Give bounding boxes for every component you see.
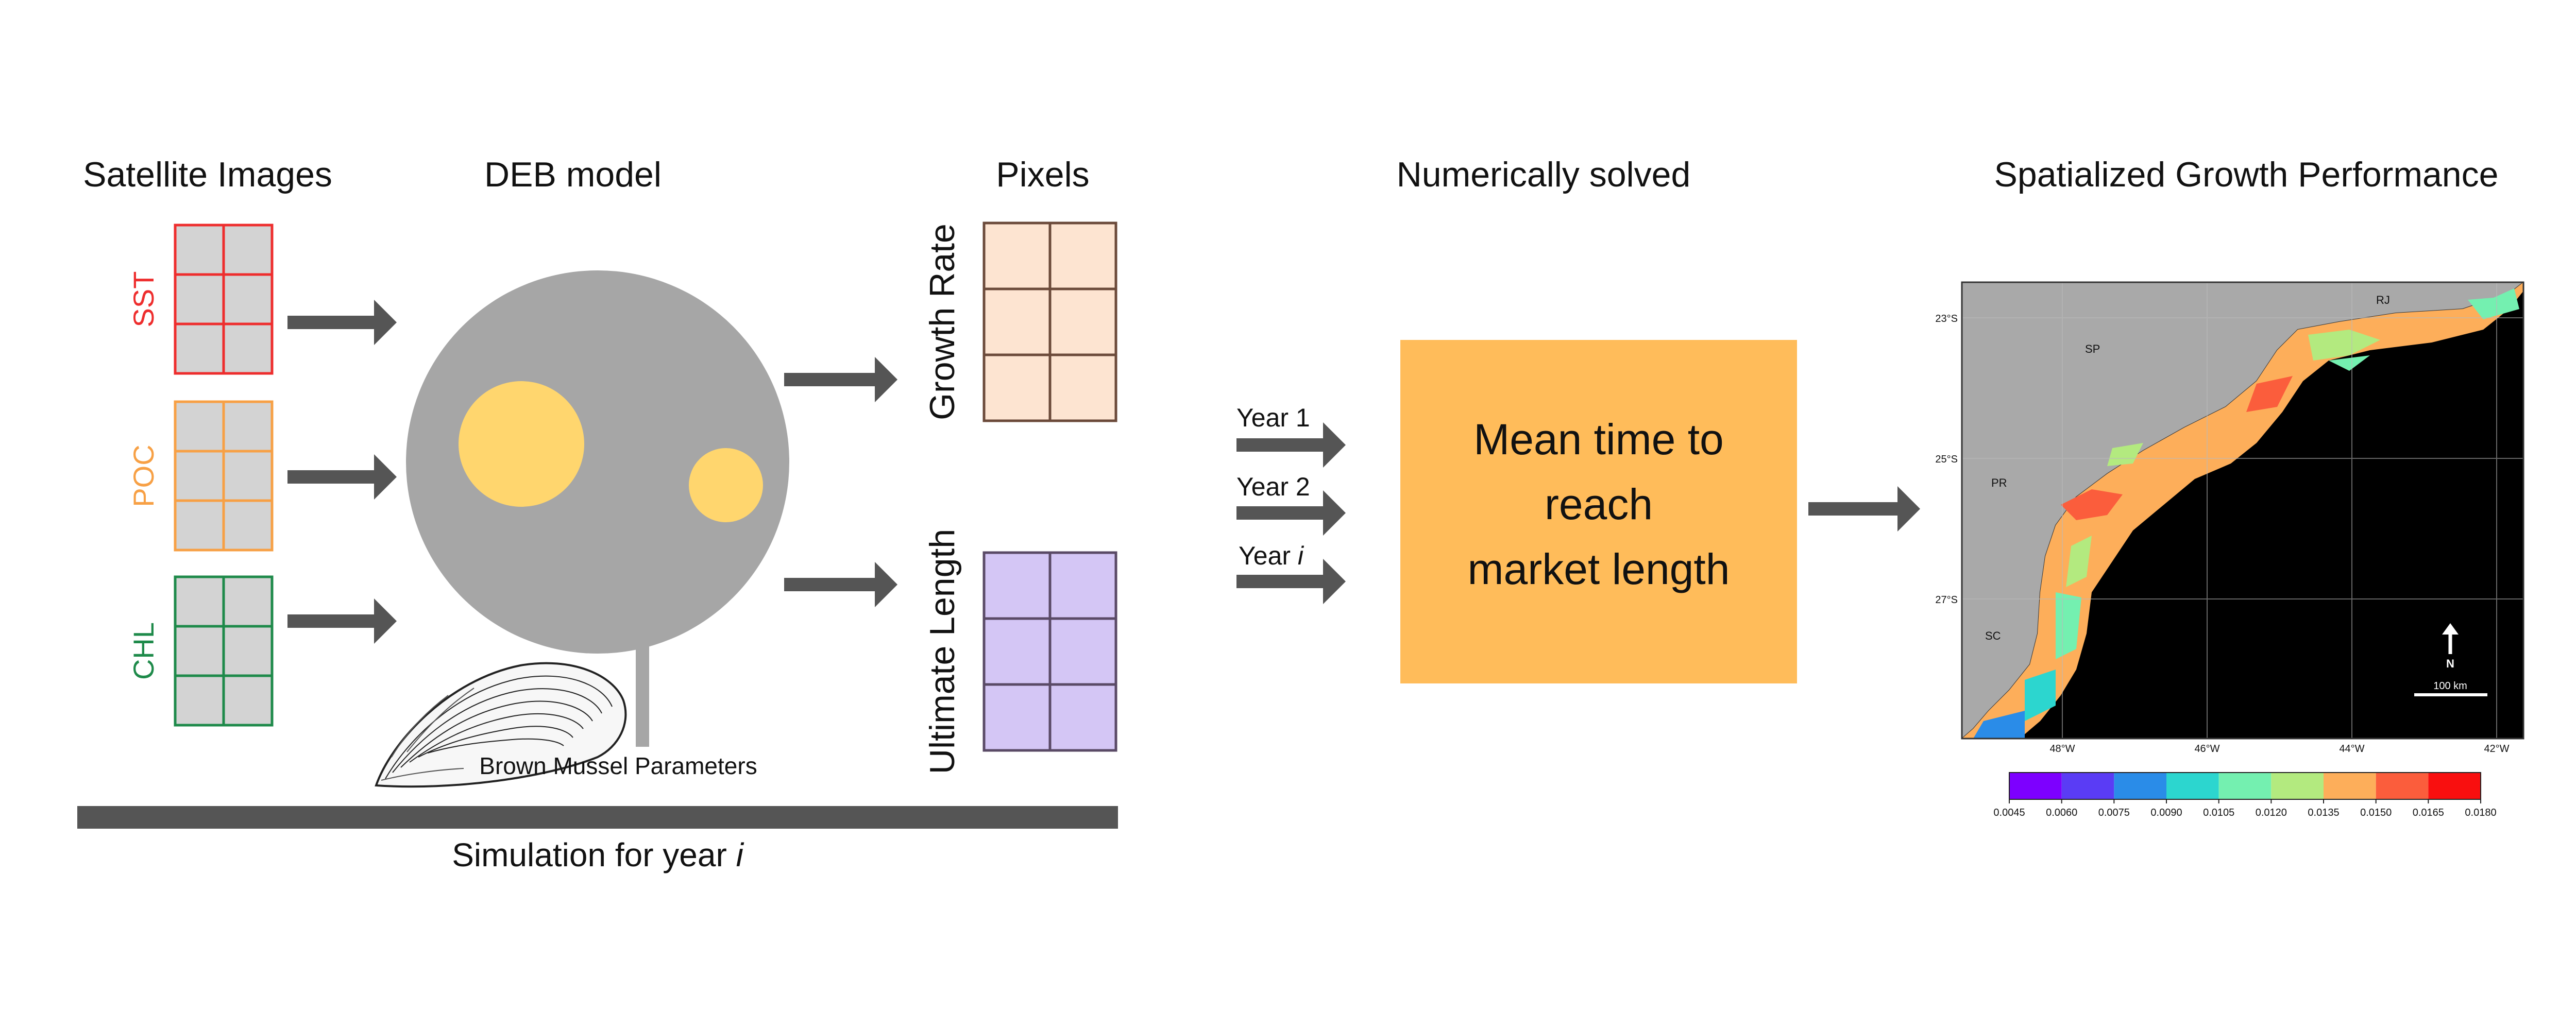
colorbar-tick-label: 0.0045 [1993,807,2025,818]
arrow-year-i [1236,559,1346,604]
colorbar-tick-label: 0.0120 [2256,807,2287,818]
ultimate-length-label: Ultimate Length [923,529,962,774]
deb-model-circle [406,270,789,654]
colorbar-tick-label: 0.0060 [2046,807,2077,818]
state-label-pr: PR [1991,476,2007,489]
colorbar: 0.0045 0.0060 0.0075 0.0090 0.0105 0.0120 0.01… [1993,772,2497,818]
state-label-sp: SP [2085,342,2100,355]
arrow-deb-to-growth [784,357,897,402]
colorbar-swatch [2324,773,2376,799]
lon-label-42w: 42°W [2484,743,2509,755]
colorbar-swatch [2166,773,2219,799]
year-1-label: Year 1 [1236,403,1310,432]
year-i-label: Year i [1239,541,1304,570]
ultimate-length-grid [982,551,1117,752]
state-label-rj: RJ [2376,294,2390,306]
colorbar-swatch [2376,773,2429,799]
colorbar-tick-label: 0.0165 [2413,807,2444,818]
colorbar-tick-label: 0.0150 [2360,807,2392,818]
arrow-year-2 [1236,490,1346,536]
market-length-line-3: market length [1468,545,1730,593]
poc-label: POC [127,444,160,507]
arrow-poc-to-deb [287,454,397,500]
growth-rate-grid [982,221,1117,422]
simulation-bar [77,806,1118,829]
arrow-deb-to-length [784,562,897,607]
lon-label-48w: 48°W [2049,743,2075,755]
lat-label-25s: 25°S [1935,454,1958,465]
market-length-box [1400,340,1797,683]
mussel-shell-illustration [375,662,627,788]
north-label: N [2446,657,2454,670]
satellite-images-header: Satellite Images [83,155,332,194]
chl-grid [174,575,274,727]
growth-rate-label: Growth Rate [923,224,962,420]
reserve-circle [459,381,584,507]
growth-map: 23°S 25°S 27°S 48°W 46°W 44°W 42°W RJ SP… [1935,281,2524,755]
pixels-header: Pixels [996,155,1089,194]
colorbar-swatch [2061,773,2114,799]
numerically-solved-header: Numerically solved [1397,155,1691,194]
poc-grid [174,400,274,552]
lat-label-23s: 23°S [1935,313,1958,324]
lon-label-44w: 44°W [2339,743,2364,755]
state-label-sc: SC [1985,629,2001,642]
lon-label-46w: 46°W [2194,743,2219,755]
deb-model-diagram [406,270,789,747]
arrow-sst-to-deb [287,300,397,345]
sst-label: SST [127,271,160,328]
colorbar-swatch [2114,773,2166,799]
market-length-line-1: Mean time to [1473,415,1724,464]
simulation-label: Simulation for year i [452,836,744,873]
deb-model-header: DEB model [484,155,662,194]
colorbar-tick-label: 0.0090 [2150,807,2182,818]
structure-circle [689,448,763,522]
chl-label: CHL [127,622,160,680]
sst-grid [174,224,274,375]
lat-label-27s: 27°S [1935,594,1958,606]
arrow-chl-to-deb [287,598,397,644]
scale-bar [2414,693,2487,696]
colorbar-swatch [2009,773,2062,799]
colorbar-frame [2009,772,2481,800]
brown-mussel-label: Brown Mussel Parameters [479,752,757,779]
colorbar-tick-label: 0.0135 [2308,807,2339,818]
year-2-label: Year 2 [1236,472,1310,501]
scale-bar-label: 100 km [2433,680,2467,692]
arrow-box-to-map [1808,486,1920,532]
colorbar-swatch [2428,773,2481,799]
colorbar-tick-label: 0.0105 [2203,807,2234,818]
colorbar-tick-label: 0.0075 [2098,807,2130,818]
spatialized-growth-header: Spatialized Growth Performance [1994,155,2499,194]
colorbar-tick-label: 0.0180 [2465,807,2496,818]
arrow-year-1 [1236,422,1346,468]
colorbar-swatch [2271,773,2324,799]
colorbar-swatch [2218,773,2272,799]
north-arrow-icon [2442,623,2459,654]
market-length-line-2: reach [1545,480,1653,528]
